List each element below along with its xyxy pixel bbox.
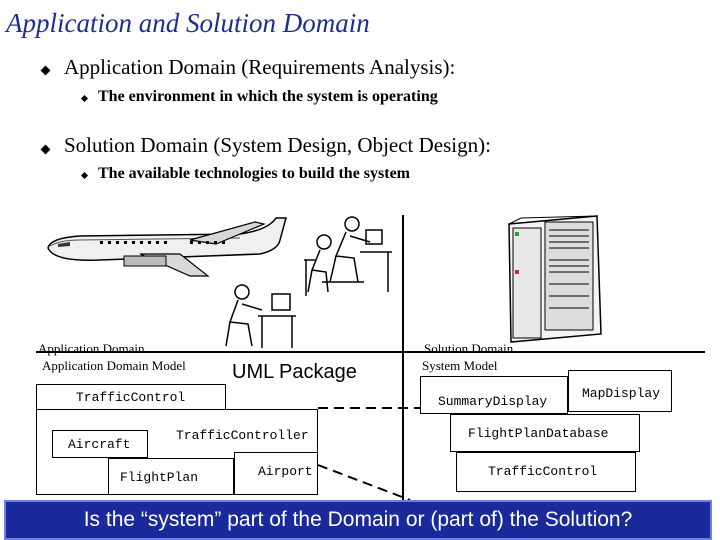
slide-title: Application and Solution Domain xyxy=(6,8,370,38)
class-traffic-control-system: TrafficControl xyxy=(488,464,598,479)
class-aircraft: Aircraft xyxy=(68,437,131,452)
class-box-aircraft xyxy=(52,430,148,458)
class-box-traffic-control-system xyxy=(456,452,636,492)
server-computer-icon xyxy=(508,215,602,343)
class-box-flight-plan xyxy=(108,458,234,495)
question-banner: Is the “system” part of the Domain or (p… xyxy=(4,500,712,540)
class-airport: Airport xyxy=(258,464,313,479)
class-box-airport xyxy=(234,452,318,495)
class-traffic-control: TrafficControl xyxy=(76,390,186,405)
bullet-solution-domain: Solution Domain (System Design, Object D… xyxy=(64,133,491,157)
class-flight-plan-database: FlightPlanDatabase xyxy=(468,426,609,441)
application-domain-model-caption: Application Domain Model xyxy=(42,358,186,373)
class-map-display: MapDisplay xyxy=(582,386,661,401)
solution-domain-caption: Solution Domain xyxy=(424,341,514,356)
class-summary-display: SummaryDisplay xyxy=(438,394,548,409)
bullet-application-domain: Application Domain (Requirements Analysi… xyxy=(64,55,456,79)
person-at-computer-icon xyxy=(225,284,296,348)
class-flight-plan: FlightPlan xyxy=(120,470,199,485)
application-domain-caption: Application Domain xyxy=(38,341,145,356)
class-traffic-controller: TrafficController xyxy=(176,428,309,443)
class-box-map-display xyxy=(568,370,672,412)
class-box-summary-display xyxy=(420,376,568,414)
airplane-icon xyxy=(47,217,287,277)
people-at-workstations-icon xyxy=(304,216,392,296)
sub-bullet-technologies: The available technologies to build the … xyxy=(98,165,411,182)
class-box-flight-plan-database xyxy=(450,414,640,452)
sub-bullet-environment: The environment in which the system is o… xyxy=(98,88,438,105)
question-banner-text: Is the “system” part of the Domain or (p… xyxy=(83,508,633,531)
system-model-caption: System Model xyxy=(422,358,498,373)
package-tab xyxy=(36,384,226,410)
uml-package-label: UML Package xyxy=(232,361,357,383)
